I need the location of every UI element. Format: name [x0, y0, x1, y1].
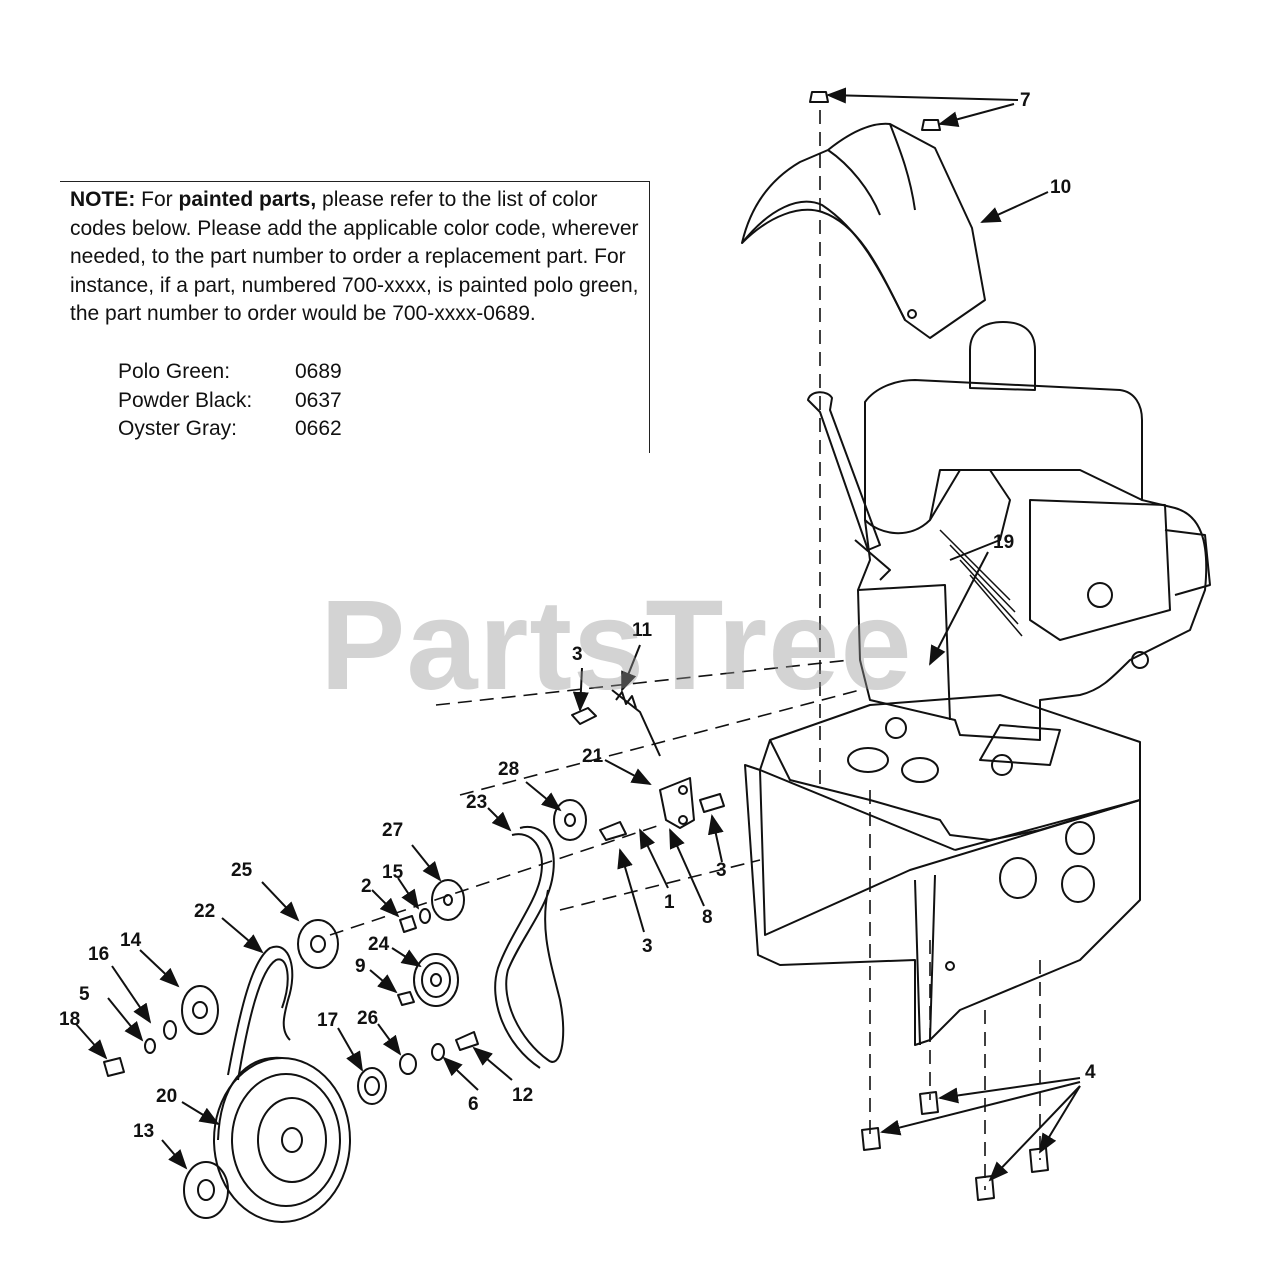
- callout-label: 20: [156, 1086, 177, 1107]
- callout-label: 10: [1050, 177, 1071, 198]
- callout-label: 22: [194, 901, 215, 922]
- color-code-row: Polo Green: 0689: [118, 358, 342, 387]
- callout-label: 8: [702, 907, 713, 928]
- callout-label: 24: [368, 934, 390, 955]
- callout-label: 23: [466, 792, 487, 813]
- note-text-a: For: [135, 188, 179, 211]
- bolt-part: [809, 91, 829, 103]
- engine-part: [857, 379, 1208, 741]
- callout-label: 14: [120, 930, 142, 951]
- callout-label: 6: [468, 1094, 479, 1115]
- spring-part: [611, 689, 661, 757]
- callout-label: 2: [361, 876, 372, 897]
- callout-label: 21: [582, 746, 604, 767]
- callout-label: 3: [716, 860, 727, 881]
- callout-label: 4: [1085, 1062, 1096, 1083]
- idler-bracket-part: [659, 777, 695, 829]
- callout-label: 5: [79, 984, 90, 1005]
- color-code-value: 0637: [295, 388, 342, 412]
- callout-label: 12: [512, 1085, 533, 1106]
- callout-label: 1: [664, 892, 675, 913]
- callout-label: 3: [642, 936, 653, 957]
- callout-label: 16: [88, 944, 109, 965]
- color-code-value: 0689: [295, 360, 342, 383]
- callout-label: 25: [231, 860, 253, 881]
- color-code-name: Oyster Gray:: [118, 417, 238, 440]
- note-box-border: [60, 181, 650, 453]
- callout-label: 17: [317, 1010, 338, 1031]
- callout-label: 28: [498, 759, 519, 780]
- callout-label: 15: [382, 862, 404, 883]
- color-code-row: Powder Black: 0637: [118, 387, 342, 416]
- dipstick-part: [807, 391, 881, 551]
- callout-label: 3: [572, 644, 583, 665]
- note-text: NOTE: For painted parts, please refer to…: [70, 186, 650, 329]
- color-code-value: 0662: [295, 417, 342, 440]
- note-bold-phrase: painted parts,: [178, 188, 317, 211]
- note-text-b: please refer to the list of color codes …: [70, 188, 639, 325]
- callout-label: 7: [1020, 90, 1031, 111]
- watermark: PartsTree: [320, 574, 913, 717]
- color-code-name: Polo Green:: [118, 360, 231, 383]
- callout-label: 18: [59, 1009, 80, 1030]
- callout-label: 26: [357, 1008, 378, 1029]
- callout-label: 13: [133, 1121, 154, 1142]
- callout-label: 9: [355, 956, 366, 977]
- belt-cover-part: [741, 122, 986, 339]
- pulley-part: [553, 799, 587, 841]
- engine-frame-part: [769, 694, 1141, 841]
- side-plate-part: [744, 764, 1141, 1046]
- callout-label: 27: [382, 820, 403, 841]
- color-code-row: Oyster Gray: 0662: [118, 415, 342, 444]
- callout-label: 11: [632, 620, 653, 641]
- note-label: NOTE:: [70, 188, 136, 211]
- color-code-list: Polo Green: 0689 Powder Black: 0637 Oyster…: [118, 358, 342, 444]
- callout-label: 19: [993, 532, 1014, 553]
- belt-part: [494, 825, 565, 1069]
- color-code-name: Powder Black:: [118, 388, 253, 412]
